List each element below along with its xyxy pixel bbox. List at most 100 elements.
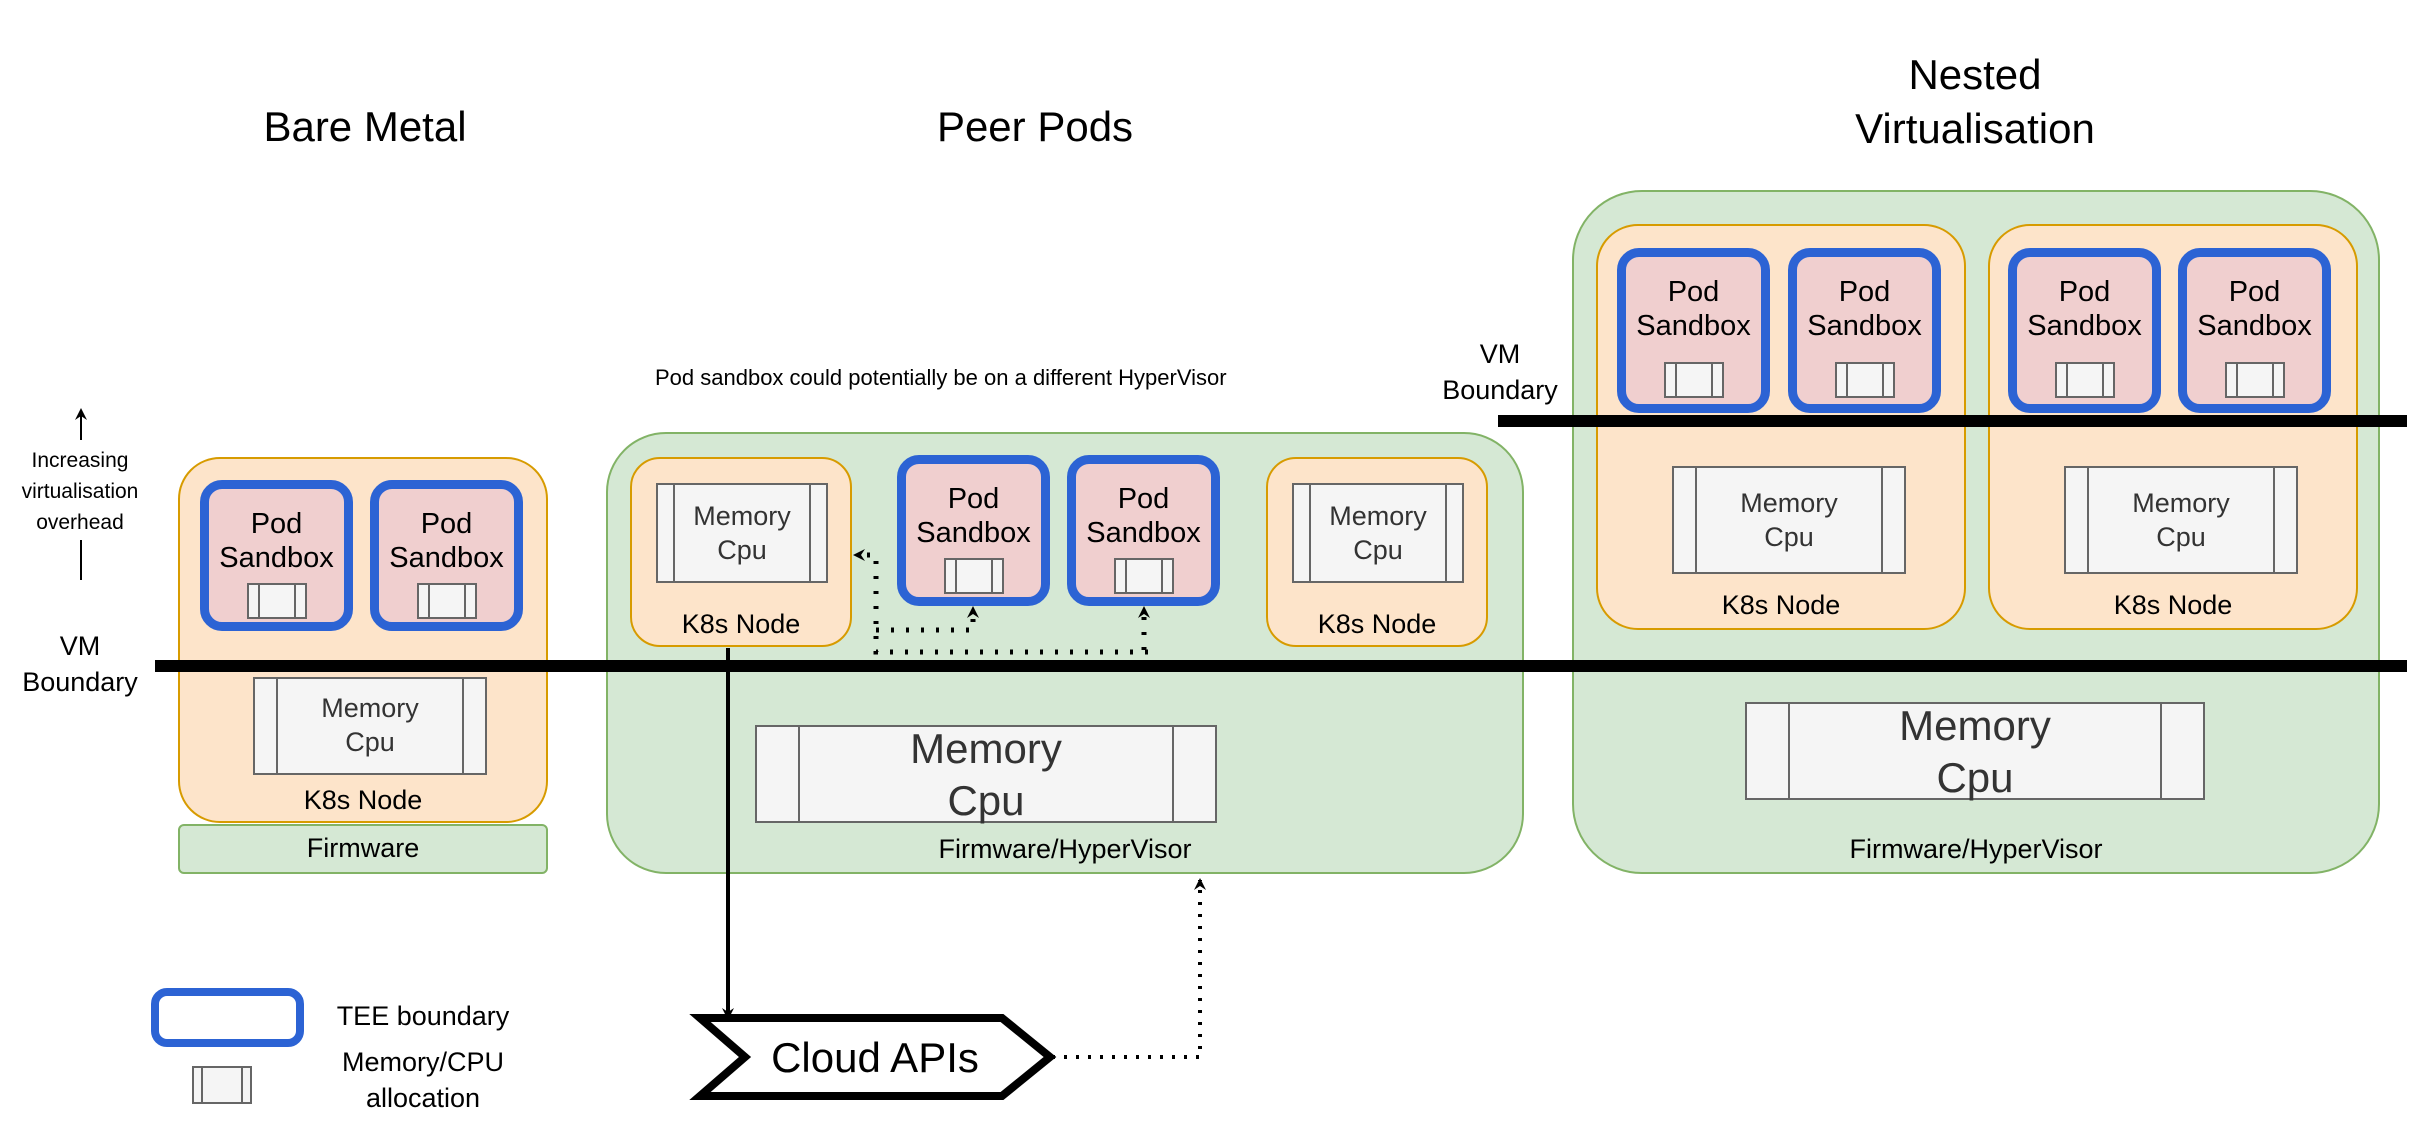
vm-boundary-label-right: VM Boundary [1420, 336, 1580, 408]
nested-pod-sandbox-4: Pod Sandbox [2178, 248, 2331, 413]
node-to-pod1-dotted-arrow [876, 606, 979, 633]
cpu-label: Cpu [345, 727, 395, 757]
legend-alloc-line2: allocation [365, 1083, 481, 1113]
overhead-note-line2: virtualisation [21, 480, 139, 503]
memory-label: Memory [1740, 488, 1838, 518]
vm-boundary-label-left-line1: VM [59, 631, 101, 661]
memory-cpu-label: Memory Cpu [1674, 486, 1904, 554]
nested-pod-sandbox-2: Pod Sandbox [1788, 248, 1941, 413]
overhead-note-line3: overhead [36, 511, 124, 534]
pod-sandbox-label: Pod Sandbox [1797, 275, 1932, 343]
memory-cpu-label: Memory Cpu [757, 723, 1215, 827]
pod-sandbox-label: Pod Sandbox [379, 507, 514, 575]
memory-cpu-allocation [247, 583, 307, 619]
memory-cpu-allocation [2225, 362, 2285, 398]
memory-cpu-label: Memory Cpu [1294, 499, 1462, 567]
peer-pods-pod-sandbox-2: Pod Sandbox [1067, 455, 1220, 606]
overhead-note-line1: Increasing [31, 449, 129, 472]
pod-label-line1: Pod [2228, 276, 2281, 308]
cpu-label: Cpu [2156, 522, 2206, 552]
peer-pods-pod-sandbox-1: Pod Sandbox [897, 455, 1050, 606]
nested-pod-sandbox-1: Pod Sandbox [1617, 248, 1770, 413]
pod-sandbox-label: Pod Sandbox [209, 507, 344, 575]
peer-pods-memory-cpu: Memory Cpu [755, 725, 1217, 824]
vm-boundary-label-right-line2: Boundary [1442, 375, 1558, 405]
k8s-node-memory-cpu: Memory Cpu [1292, 483, 1464, 583]
title-nested-line1: Nested [1908, 51, 2042, 98]
memory-cpu-allocation [2055, 362, 2115, 398]
memory-cpu-label: Memory Cpu [2066, 486, 2296, 554]
vm-boundary-label-right-line1: VM [1479, 339, 1521, 369]
pod-label-line1: Pod [1838, 276, 1891, 308]
pod-sandbox-label: Pod Sandbox [1076, 482, 1211, 550]
k8s-node-label: K8s Node [1721, 590, 1841, 620]
memory-cpu-label: Memory Cpu [255, 691, 485, 759]
pod-sandbox-label: Pod Sandbox [2017, 275, 2152, 343]
pod-label-line2: Sandbox [389, 542, 504, 574]
cpu-label: Cpu [1353, 535, 1403, 565]
k8s-node-memory-cpu: Memory Cpu [1672, 466, 1906, 574]
cpu-label: Cpu [1764, 522, 1814, 552]
k8s-node-memory-cpu: Memory Cpu [2064, 466, 2298, 574]
pod-label-line1: Pod [1667, 276, 1720, 308]
k8s-node-label: K8s Node [303, 785, 423, 815]
vm-boundary-label-left-line2: Boundary [22, 667, 138, 697]
k8s-node-label: K8s Node [681, 609, 801, 639]
legend-alloc-line1: Memory/CPU [341, 1047, 504, 1077]
peer-pods-k8s-node-right: Memory Cpu K8s Node [1266, 457, 1488, 647]
memory-label: Memory [1329, 501, 1427, 531]
memory-cpu-label: Memory Cpu [1747, 700, 2203, 804]
bare-metal-pod-sandbox-2: Pod Sandbox [370, 480, 523, 631]
pod-sandbox-label: Pod Sandbox [1626, 275, 1761, 343]
bare-metal-pod-sandbox-1: Pod Sandbox [200, 480, 353, 631]
memory-label: Memory [2132, 488, 2230, 518]
bare-metal-memory-cpu: Memory Cpu [253, 677, 487, 775]
memory-label: Memory [321, 693, 419, 723]
title-nested-virtualisation: Nested Virtualisation [1770, 48, 2180, 156]
pod-label-line1: Pod [947, 483, 1000, 515]
memory-cpu-allocation [417, 583, 477, 619]
legend-alloc-label: Memory/CPU allocation [318, 1044, 528, 1116]
vm-boundary-label-left: VM Boundary [0, 628, 160, 700]
pod-sandbox-label: Pod Sandbox [2187, 275, 2322, 343]
peer-pods-note: Pod sandbox could potentially be on a di… [655, 365, 1227, 390]
memory-cpu-allocation [944, 558, 1004, 594]
firmware-hypervisor-label: Firmware/HyperVisor [1849, 834, 2103, 864]
k8s-node-memory-cpu: Memory Cpu [656, 483, 828, 583]
title-peer-pods: Peer Pods [936, 103, 1134, 150]
memory-label: Memory [910, 725, 1062, 772]
memory-cpu-allocation [1835, 362, 1895, 398]
title-nested-line2: Virtualisation [1855, 104, 2095, 152]
memory-cpu-label: Memory Cpu [658, 499, 826, 567]
cloud-to-hypervisor-dotted-arrow [1052, 878, 1206, 1059]
memory-label: Memory [1899, 702, 2051, 749]
cloud-apis-shape [689, 1014, 1057, 1100]
pod-sandbox-label: Pod Sandbox [906, 482, 1041, 550]
pod-label-line2: Sandbox [916, 517, 1031, 549]
title-bare-metal: Bare Metal [263, 103, 467, 150]
pod-to-node-dotted-arrow [853, 549, 1148, 655]
pod-label-line2: Sandbox [1086, 517, 1201, 549]
pod-label-line2: Sandbox [2197, 310, 2312, 342]
memory-cpu-allocation [1664, 362, 1724, 398]
peer-pods-k8s-node-left: Memory Cpu K8s Node [630, 457, 852, 647]
k8s-node-label: K8s Node [1317, 609, 1437, 639]
overhead-note: Increasing virtualisation overhead [0, 445, 160, 538]
bare-metal-firmware: Firmware [178, 824, 548, 874]
memory-cpu-allocation [1114, 558, 1174, 594]
pod-label-line2: Sandbox [2027, 310, 2142, 342]
cpu-label: Cpu [717, 535, 767, 565]
nested-pod-sandbox-3: Pod Sandbox [2008, 248, 2161, 413]
pod-label-line1: Pod [2058, 276, 2111, 308]
firmware-label: Firmware [306, 833, 420, 863]
nested-memory-cpu: Memory Cpu [1745, 702, 2205, 801]
pod-label-line1: Pod [1117, 483, 1170, 515]
firmware-hypervisor-label: Firmware/HyperVisor [938, 834, 1192, 864]
k8s-node-label: K8s Node [2113, 590, 2233, 620]
cpu-label: Cpu [947, 777, 1025, 824]
pod-label-line2: Sandbox [219, 542, 334, 574]
legend-tee-label: TEE boundary [336, 1001, 510, 1031]
cpu-label: Cpu [1936, 754, 2014, 801]
memory-label: Memory [693, 501, 791, 531]
